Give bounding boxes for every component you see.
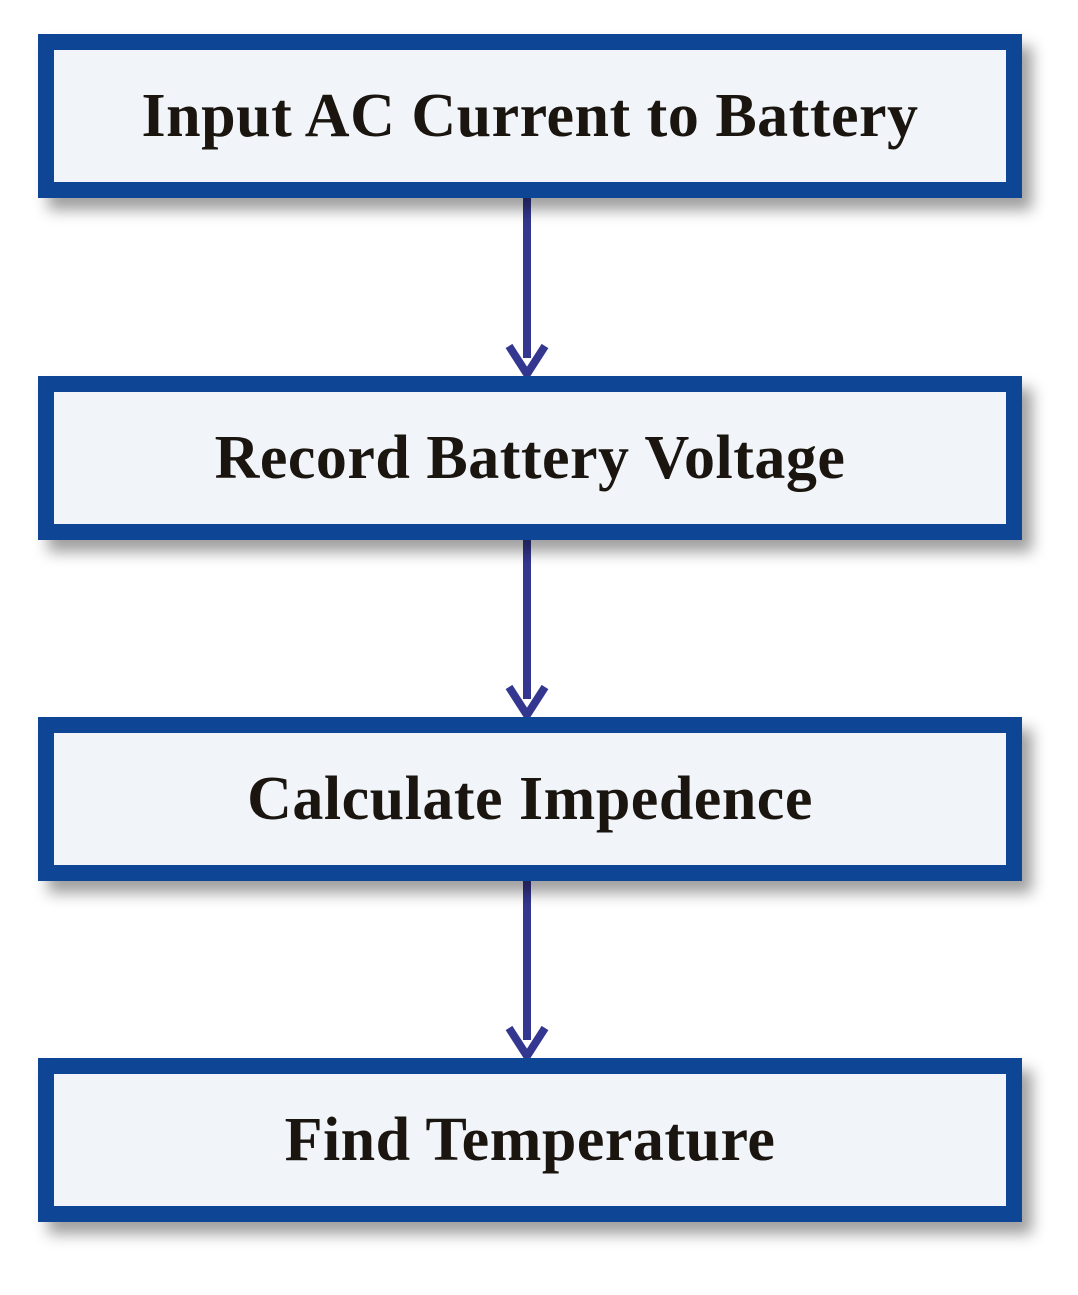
arrow-head — [505, 684, 549, 723]
step-label: Find Temperature — [284, 1105, 776, 1174]
arrow-head — [505, 343, 549, 382]
step-label: Record Battery Voltage — [214, 423, 846, 492]
arrow-3-to-4 — [505, 881, 549, 1064]
step-box-calculate-impedence: Calculate Impedence — [38, 717, 1022, 881]
arrow-2-to-3 — [505, 540, 549, 723]
step-box-input-ac-current: Input AC Current to Battery — [38, 34, 1022, 198]
step-label: Calculate Impedence — [247, 764, 813, 833]
arrow-head — [505, 1025, 549, 1064]
step-box-record-voltage: Record Battery Voltage — [38, 376, 1022, 540]
arrow-1-to-2 — [505, 198, 549, 382]
step-box-find-temperature: Find Temperature — [38, 1058, 1022, 1222]
step-label: Input AC Current to Battery — [141, 81, 919, 150]
